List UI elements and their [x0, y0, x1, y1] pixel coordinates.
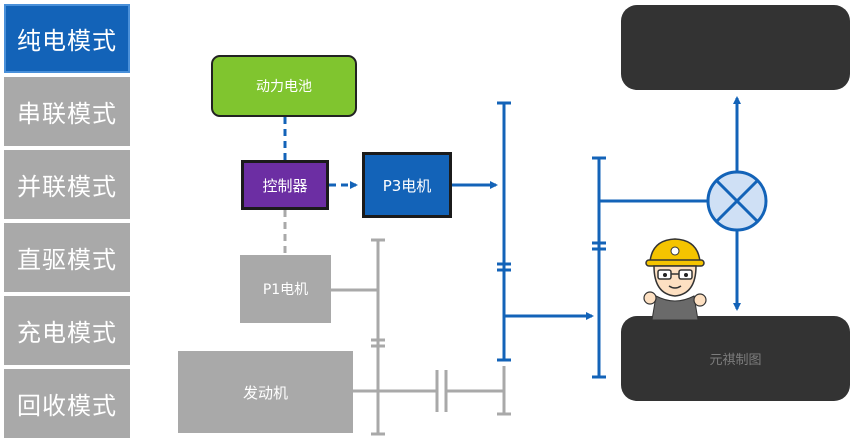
mode-parallel-button[interactable]: 并联模式: [4, 150, 130, 219]
mode-ev-button[interactable]: 纯电模式: [4, 4, 130, 73]
differential-icon: [706, 170, 768, 232]
mode-sidebar: 纯电模式 串联模式 并联模式 直驱模式 充电模式 回收模式: [4, 4, 130, 442]
mode-direct-drive-button[interactable]: 直驱模式: [4, 223, 130, 292]
p1-motor-label: P1电机: [262, 282, 309, 298]
engine-label: 发动机: [242, 383, 288, 402]
top-wheel: [621, 5, 850, 90]
mode-series-label: 串联模式: [17, 100, 117, 128]
p1-motor-box: P1电机: [240, 255, 331, 323]
engine-box: 发动机: [178, 351, 353, 433]
p3-motor-label: P3电机: [382, 176, 432, 195]
mode-series-button[interactable]: 串联模式: [4, 77, 130, 146]
mode-parallel-label: 并联模式: [17, 173, 117, 201]
mode-charging-button[interactable]: 充电模式: [4, 296, 130, 365]
mode-ev-label: 纯电模式: [17, 27, 117, 55]
watermark-label: 元祺制图: [709, 353, 762, 368]
battery-label: 动力电池: [256, 79, 312, 95]
controller-label: 控制器: [262, 176, 308, 195]
mode-regen-button[interactable]: 回收模式: [4, 369, 130, 438]
battery-box: 动力电池: [211, 55, 357, 117]
bottom-wheel: 元祺制图: [621, 316, 850, 401]
mode-regen-label: 回收模式: [17, 392, 117, 420]
mode-direct-drive-label: 直驱模式: [17, 246, 117, 274]
worker-mascot-icon: [643, 238, 707, 320]
mode-charging-label: 充电模式: [17, 319, 117, 347]
p3-motor-box: P3电机: [362, 152, 452, 218]
controller-box: 控制器: [241, 160, 329, 210]
